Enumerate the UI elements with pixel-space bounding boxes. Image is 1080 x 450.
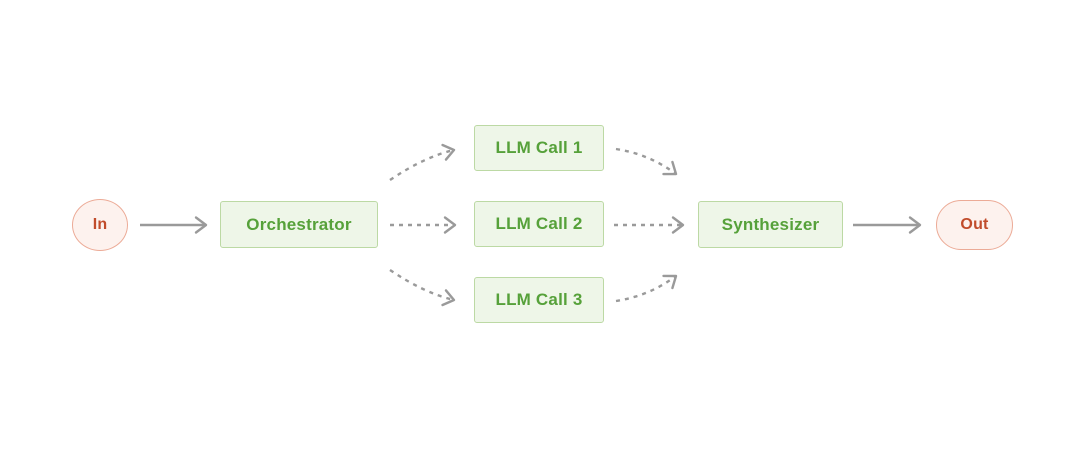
node-llm-call-2-label: LLM Call 2 (495, 214, 583, 233)
arrow-llm1-to-synthesizer (615, 147, 678, 176)
node-out-label: Out (960, 216, 989, 233)
node-llm-call-1-label: LLM Call 1 (495, 138, 583, 157)
arrow-orchestrator-to-llm1 (389, 143, 456, 181)
node-orchestrator-label: Orchestrator (246, 214, 352, 234)
node-llm-call-1: LLM Call 1 (474, 125, 604, 171)
node-in: In (72, 199, 128, 251)
node-out: Out (936, 200, 1013, 250)
node-synthesizer-label: Synthesizer (721, 214, 820, 234)
node-llm-call-3: LLM Call 3 (474, 277, 604, 323)
node-llm-call-2: LLM Call 2 (474, 201, 604, 247)
arrow-llm3-to-synthesizer (615, 274, 678, 303)
arrow-orchestrator-to-llm3 (389, 269, 456, 307)
node-in-label: In (92, 216, 108, 233)
node-llm-call-3-label: LLM Call 3 (495, 290, 583, 309)
node-orchestrator: Orchestrator (220, 201, 378, 248)
node-synthesizer: Synthesizer (698, 201, 843, 248)
